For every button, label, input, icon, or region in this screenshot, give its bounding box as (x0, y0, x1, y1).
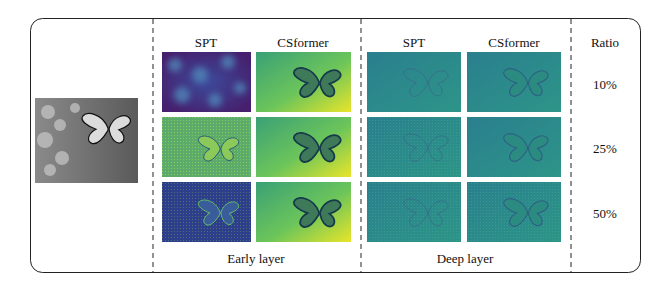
ratio-value: 25% (593, 142, 617, 155)
ratio-value: 50% (593, 207, 617, 220)
ratio-value: 10% (593, 78, 617, 91)
column-header: CSformer (277, 36, 328, 49)
column-header: SPT (403, 36, 425, 49)
column-header: Ratio (591, 36, 619, 49)
column-header: CSformer (488, 36, 539, 49)
section-label: Deep layer (437, 252, 494, 265)
section-label: Early layer (227, 252, 284, 265)
column-header: SPT (195, 36, 217, 49)
